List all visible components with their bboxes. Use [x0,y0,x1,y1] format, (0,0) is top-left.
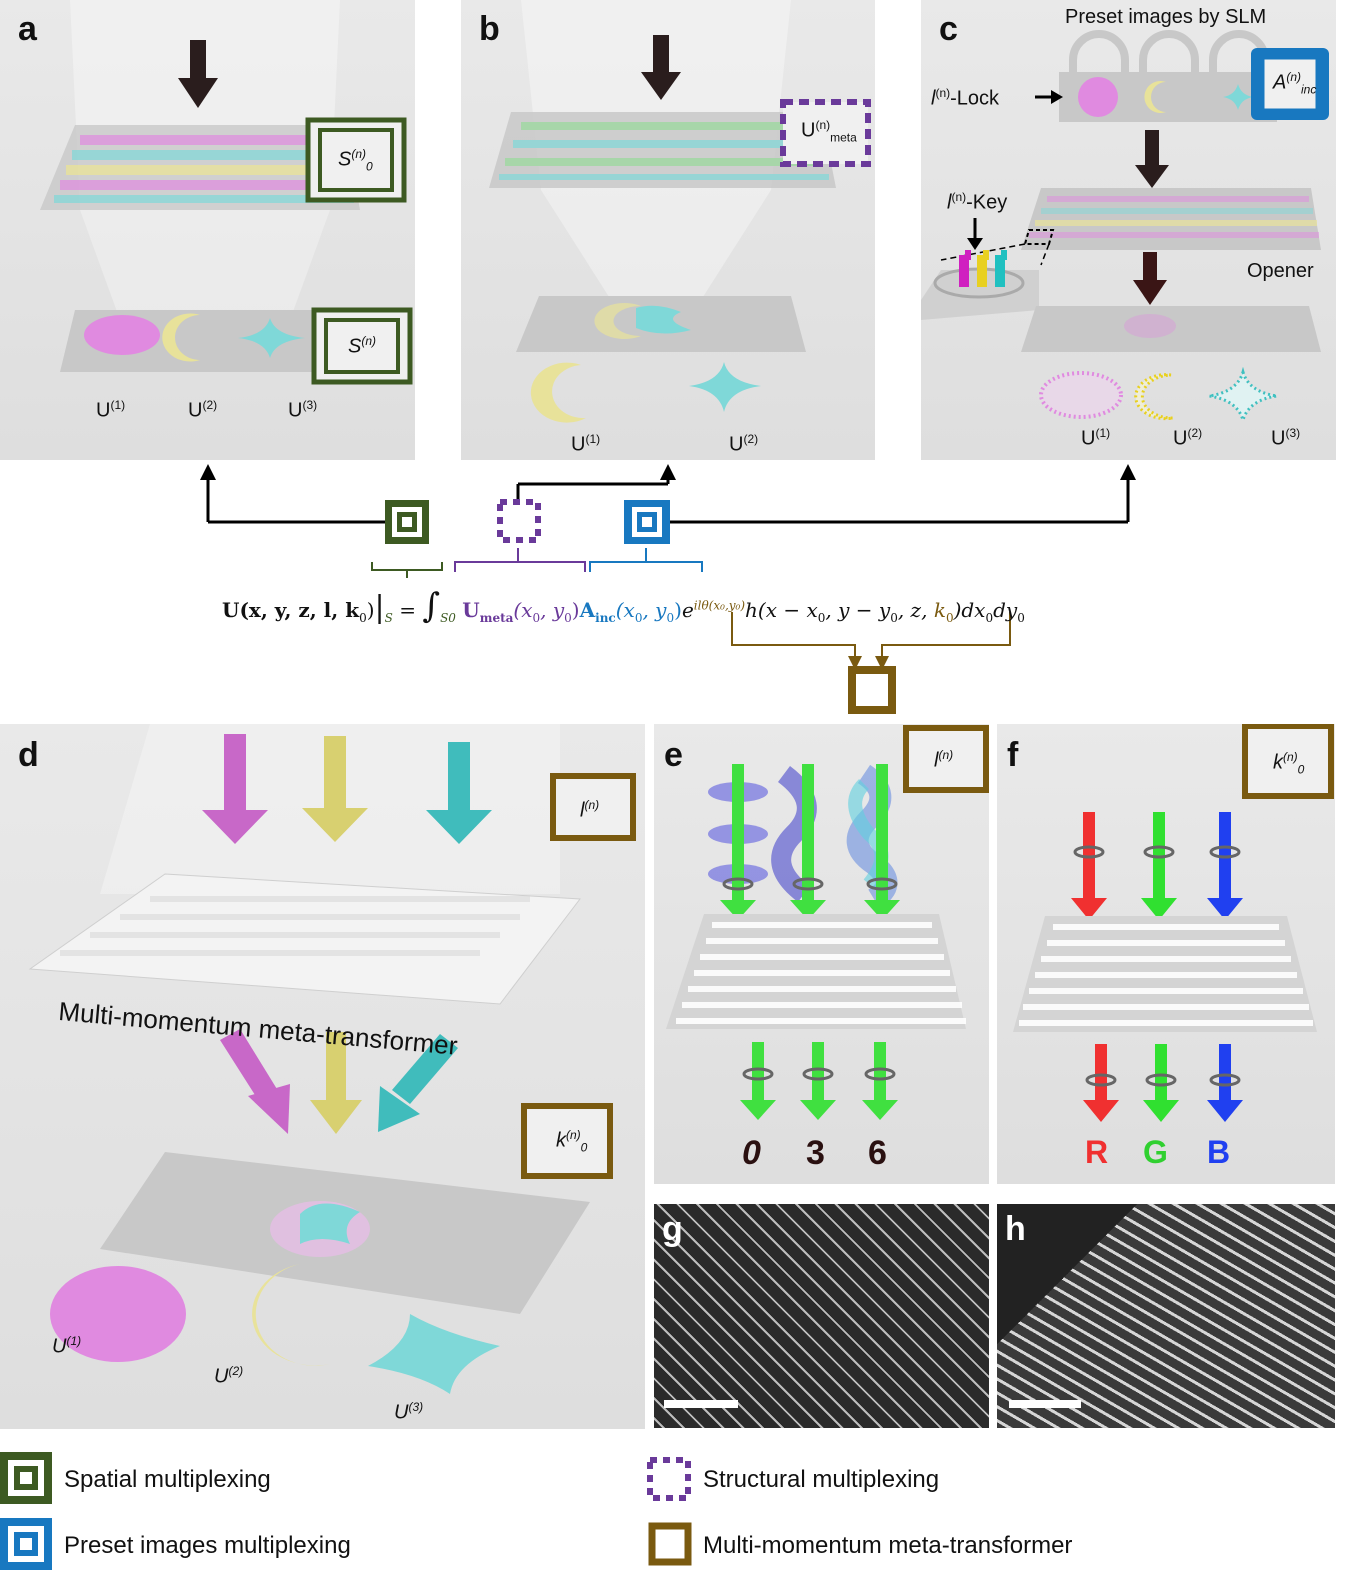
preset-images-icon [624,500,670,544]
structural-multiplexing-icon [497,499,541,543]
digit-3: 3 [806,1134,825,1172]
panel-c-drawing [921,30,1329,426]
lock-label: l(n)-Lock [931,86,1000,110]
k0-box-d [521,1103,613,1179]
u2-label-a: U(2) [188,398,218,422]
nanofin-grid-b [499,122,829,180]
key-icons [959,250,1007,287]
green-arrows-e-out [740,1042,898,1120]
s0-box [305,117,407,203]
letter-r: R [1085,1134,1109,1170]
ainc-label: A(n)inc [1273,70,1317,97]
panel-label-g: g [662,1210,683,1248]
key-label: l(n)-Key [947,190,1008,214]
panel-f-drawing [1013,724,1334,1122]
s0-label: S(n)0 [338,147,373,174]
green-arrows-e-in [720,764,900,920]
legend-spatial-label: Spatial multiplexing [64,1466,271,1493]
output-arrows-d [220,1029,458,1134]
scale-bar-h [1009,1400,1081,1408]
input-arrows-d [202,734,492,844]
pixel-grid-c [1029,196,1319,238]
main-equation: U(x, y, z, l, k0)|S = ∫S0 Umeta(x0, y0)A… [222,586,1025,626]
panel-e-drawing [666,725,989,1120]
u1-label-a: U(1) [96,398,126,422]
spatial-multiplexing-legend-icon [0,1452,52,1504]
panel-d-drawing [28,724,636,1394]
panel-label-h: h [1005,1210,1026,1248]
panel-h-sem-image: h [997,1204,1335,1428]
letter-g: G [1143,1134,1168,1170]
circle-shape [84,315,160,355]
legend-preset-label: Preset images multiplexing [64,1532,351,1559]
legend-transformer-label: Multi-momentum meta-transformer [703,1532,1073,1559]
u3-label-a: U(3) [288,398,318,422]
l-label-d: l(n) [580,798,600,822]
u2-label-c: U(2) [1173,426,1203,450]
star-shape-b [689,362,761,412]
panel-b-drawing [489,0,871,423]
meta-transformer-icon [848,666,896,714]
panel-g-sem-image: g [654,1204,989,1428]
connector-lines [200,464,1136,714]
s-label: S(n) [348,334,377,358]
digit-6: 6 [868,1134,887,1172]
l-box-d [550,773,636,841]
legend-structural-label: Structural multiplexing [703,1466,940,1493]
digit-0: 0 [742,1134,761,1172]
umeta-label: U(n)meta [801,118,857,145]
panel-b: b U(n)meta U(1) U(2) [461,0,875,460]
panel-label-d: d [18,736,39,774]
panel-c: c Preset images by SLM l(n)-Lock l(n)-Ke… [921,0,1336,460]
pixel-grid-a [54,135,355,203]
u1-label-d: U(1) [52,1334,82,1358]
panel-label-a: a [18,10,37,48]
panel-label-b: b [479,10,500,48]
panel-a-drawing [40,0,413,385]
structural-multiplexing-legend-icon [647,1457,691,1501]
spatial-multiplexing-icon [385,500,429,544]
u3-label-c: U(3) [1271,426,1301,450]
panel-f: f k(n)0 R G B [997,724,1335,1184]
panel-label-c: c [939,10,958,48]
letter-b: B [1207,1134,1231,1170]
u1-label-c: U(1) [1081,426,1111,450]
panel-d: d Multi-momentum meta-transformer l(n) k… [0,724,645,1429]
star-shape-d [368,1314,500,1394]
panel-label-f: f [1007,736,1019,774]
panel-a: a S(n)0 S(n) U(1) U(2) U(3) [0,0,415,460]
meta-transformer-legend-icon [648,1522,692,1566]
circle-shape-d [50,1266,186,1362]
k0-box-f [1242,724,1334,799]
l-label-e: l(n) [934,748,954,772]
moon-shape [162,313,200,362]
k0-label-f: k(n)0 [1273,750,1305,777]
opener-label: Opener [1247,260,1314,282]
u3-label-d: U(3) [394,1400,424,1424]
rgb-arrows-f-in [1071,812,1243,920]
metasurface-d [28,873,581,1005]
legend-icons [0,1452,692,1570]
moon-shape-b [530,362,586,423]
preset-images-legend-icon [0,1518,52,1570]
u1-label-b: U(1) [571,432,601,456]
star-shape [238,318,305,358]
u2-label-b: U(2) [729,432,759,456]
umeta-box [780,99,871,167]
l-box-e [903,725,989,793]
k0-label-d: k(n)0 [556,1128,588,1155]
rgb-arrows-f-out [1083,1044,1243,1122]
u2-label-d: U(2) [214,1364,244,1388]
scale-bar-g [664,1400,738,1408]
preset-images-title: Preset images by SLM [1065,6,1267,28]
panel-e: e l(n) 0 3 6 [654,724,989,1184]
panel-label-e: e [664,736,683,774]
